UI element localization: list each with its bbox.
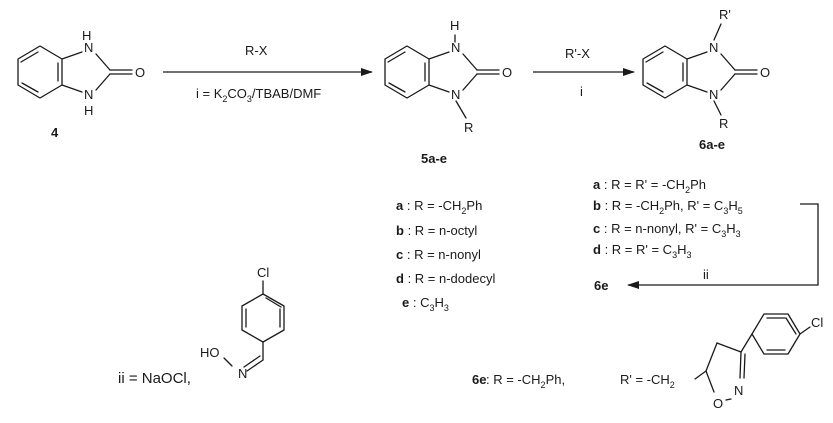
oxime-cl: Cl (257, 265, 269, 280)
compound-5-n-bottom: N (451, 87, 460, 102)
list5-item-e: e : C3H3 (402, 295, 449, 313)
compound-4-h-bottom: H (84, 103, 93, 118)
product-6e-label: 6e (472, 372, 486, 387)
compound-6-label: 6a-e (699, 137, 725, 152)
oxime-n: N (238, 366, 247, 381)
arrow1-reagent: R-X (245, 43, 268, 58)
product-6e-structure: 6e : R = -CH2Ph, R' = -CH2 N O Cl (472, 313, 823, 411)
substituent-list-5: a : R = -CH2Ph b : R = n-octyl c : R = n… (396, 198, 495, 313)
compound-5-label: 5a-e (421, 151, 447, 166)
compound-5-n-top: N (451, 40, 460, 55)
compound-4-o: O (135, 65, 145, 80)
compound-5-h: H (450, 18, 459, 33)
arrow2-reagent: R'-X (565, 46, 590, 61)
compound-6e-arrow-label: 6e (594, 278, 608, 293)
compound-6-n-top: N (709, 40, 718, 55)
compound-4-label: 4 (51, 125, 59, 140)
compound-6-structure: N R' N R O (642, 7, 770, 131)
reaction-arrow-3 (627, 203, 819, 289)
product-6e-r: : R = -CH2Ph, (486, 372, 565, 390)
arrow3-label: ii (703, 267, 709, 282)
list6-item-c: c : R = n-nonyl, R' = C3H3 (593, 221, 741, 239)
list5-item-b: b : R = n-octyl (396, 223, 477, 238)
oxime-ho: HO (200, 345, 220, 360)
list6-item-d: d : R = R' = C3H3 (593, 242, 692, 260)
list5-item-c: c : R = n-nonyl (396, 247, 481, 262)
compound-6-n-bottom: N (709, 87, 718, 102)
compound-5-structure: N H N R O (384, 18, 512, 135)
product-6e-n: N (734, 383, 743, 398)
compound-6-r-prime: R' (719, 7, 731, 22)
list6-item-b: b : R = -CH2Ph, R' = C3H5 (593, 198, 743, 216)
list5-item-a: a : R = -CH2Ph (396, 198, 482, 216)
compound-4-n-top: N (84, 40, 93, 55)
oxime-structure: Cl N HO (200, 265, 285, 381)
product-6e-cl: Cl (811, 315, 823, 330)
arrow1-conditions: i = K2CO3/TBAB/DMF (196, 86, 321, 104)
compound-5-o: O (502, 65, 512, 80)
list5-item-d: d : R = n-dodecyl (396, 271, 495, 286)
product-6e-o: O (713, 396, 723, 411)
list6-item-a: a : R = R' = -CH2Ph (593, 177, 706, 195)
compound-4-structure: N H N H O (17, 28, 145, 118)
product-6e-r-prime: R' = -CH2 (620, 372, 675, 390)
compound-6-r: R (719, 116, 728, 131)
compound-4-n-bottom: N (84, 87, 93, 102)
substituent-list-6: a : R = R' = -CH2Ph b : R = -CH2Ph, R' =… (593, 177, 743, 260)
reagent-ii-label: ii = NaOCl, (118, 370, 191, 387)
compound-5-r: R (464, 120, 473, 135)
compound-4-h-top: H (82, 28, 91, 43)
arrow2-conditions: i (580, 84, 583, 99)
compound-6-o: O (760, 65, 770, 80)
